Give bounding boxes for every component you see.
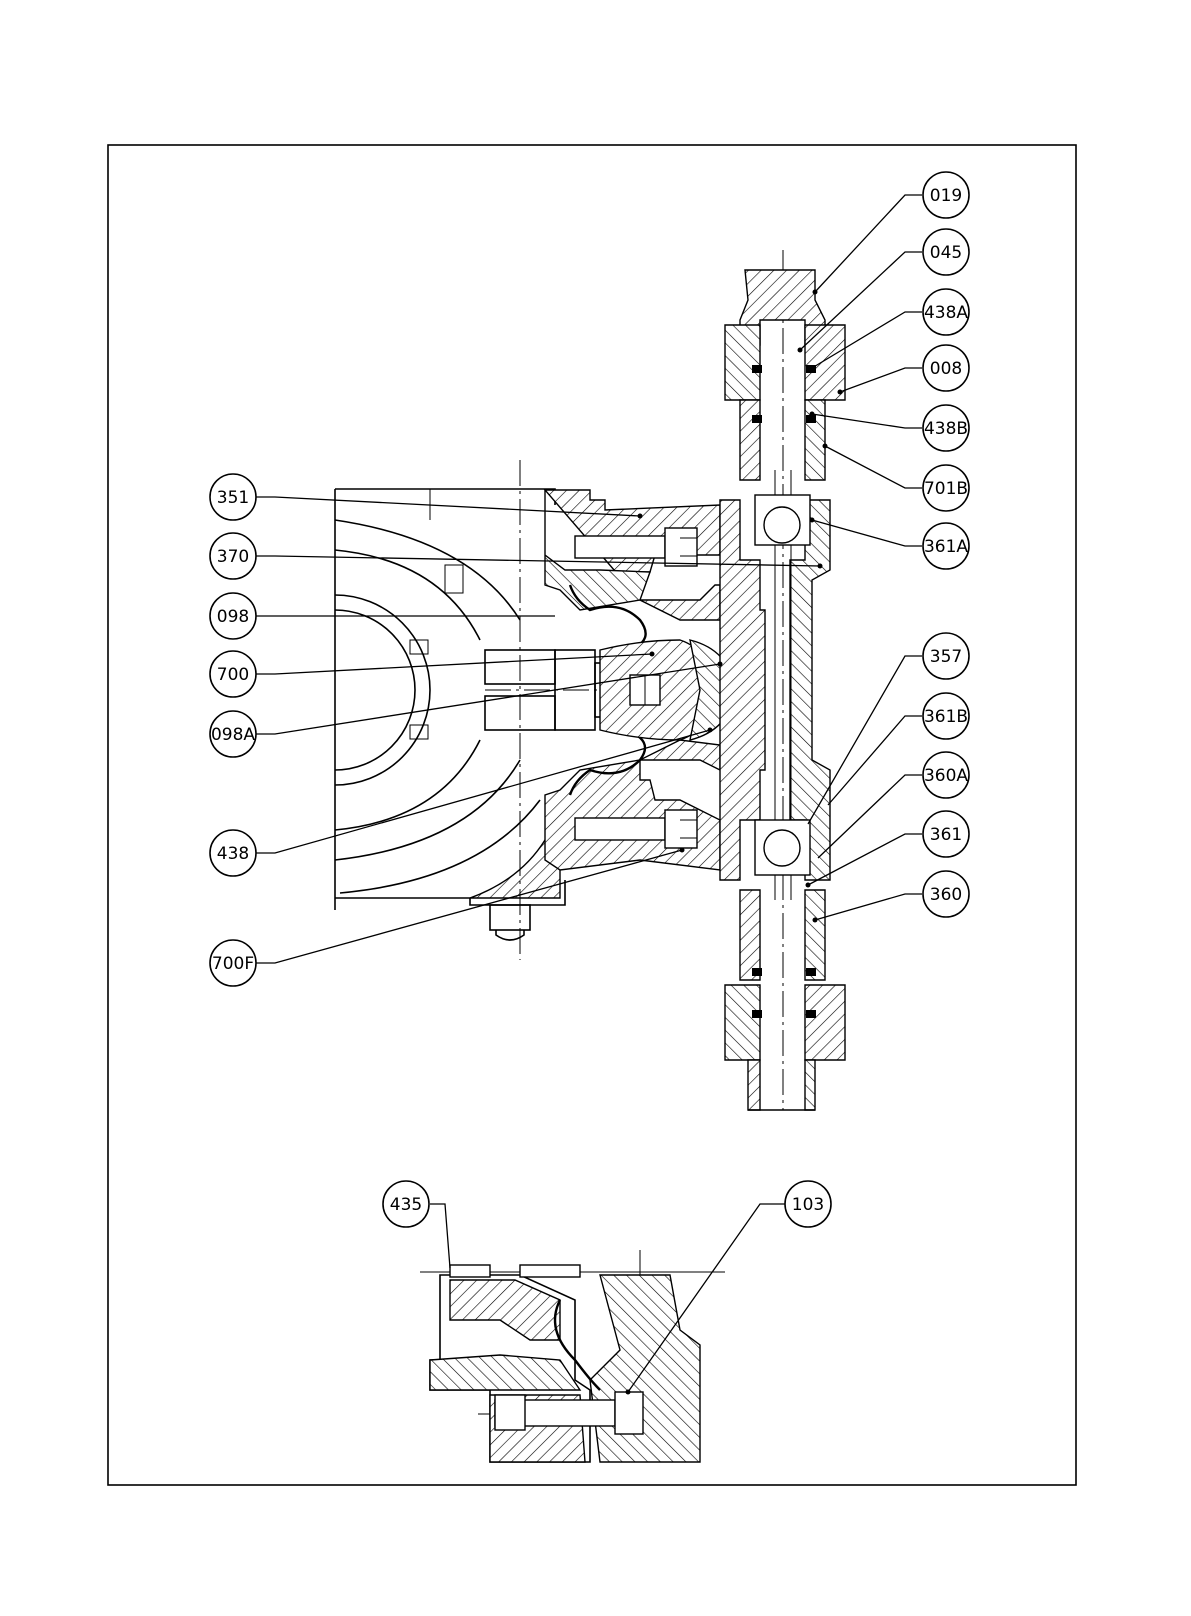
svg-text:360A: 360A [924, 766, 968, 786]
svg-text:438B: 438B [924, 419, 968, 439]
callout-bubbles: 019 045 438A 008 438B 701B 361A 351 370 … [210, 172, 969, 1227]
callout-098A: 098A [210, 711, 256, 757]
callout-008: 008 [923, 345, 969, 391]
callout-438: 438 [210, 830, 256, 876]
svg-text:361: 361 [930, 825, 962, 845]
callout-438A: 438A [923, 289, 969, 335]
svg-text:098: 098 [217, 607, 249, 627]
callout-700: 700 [210, 651, 256, 697]
callout-098: 098 [210, 593, 256, 639]
svg-text:351: 351 [217, 488, 249, 508]
svg-text:438A: 438A [924, 303, 968, 323]
main-section-view [335, 250, 845, 1110]
callout-361B: 361B [923, 693, 969, 739]
callout-701B: 701B [923, 465, 969, 511]
svg-text:700: 700 [217, 665, 249, 685]
svg-text:360: 360 [930, 885, 962, 905]
callout-351: 351 [210, 474, 256, 520]
callout-361: 361 [923, 811, 969, 857]
svg-text:438: 438 [217, 844, 249, 864]
callout-360A: 360A [923, 752, 969, 798]
callout-370: 370 [210, 533, 256, 579]
svg-text:700F: 700F [212, 954, 254, 974]
svg-text:361B: 361B [924, 707, 968, 727]
svg-text:357: 357 [930, 647, 962, 667]
callout-435: 435 [383, 1181, 429, 1227]
svg-text:361A: 361A [924, 537, 968, 557]
svg-text:435: 435 [390, 1195, 422, 1215]
callout-103: 103 [785, 1181, 831, 1227]
callout-357: 357 [923, 633, 969, 679]
svg-text:008: 008 [930, 359, 962, 379]
svg-text:019: 019 [930, 186, 962, 206]
callout-438B: 438B [923, 405, 969, 451]
svg-text:701B: 701B [924, 479, 968, 499]
motor-housing [335, 489, 565, 940]
callout-361A: 361A [923, 523, 969, 569]
svg-text:103: 103 [792, 1195, 824, 1215]
svg-text:370: 370 [217, 547, 249, 567]
callout-700F: 700F [210, 940, 256, 986]
callout-045: 045 [923, 229, 969, 275]
callout-019: 019 [923, 172, 969, 218]
svg-text:098A: 098A [211, 725, 255, 745]
svg-text:045: 045 [930, 243, 962, 263]
detail-section-view [420, 1250, 725, 1462]
callout-360: 360 [923, 871, 969, 917]
